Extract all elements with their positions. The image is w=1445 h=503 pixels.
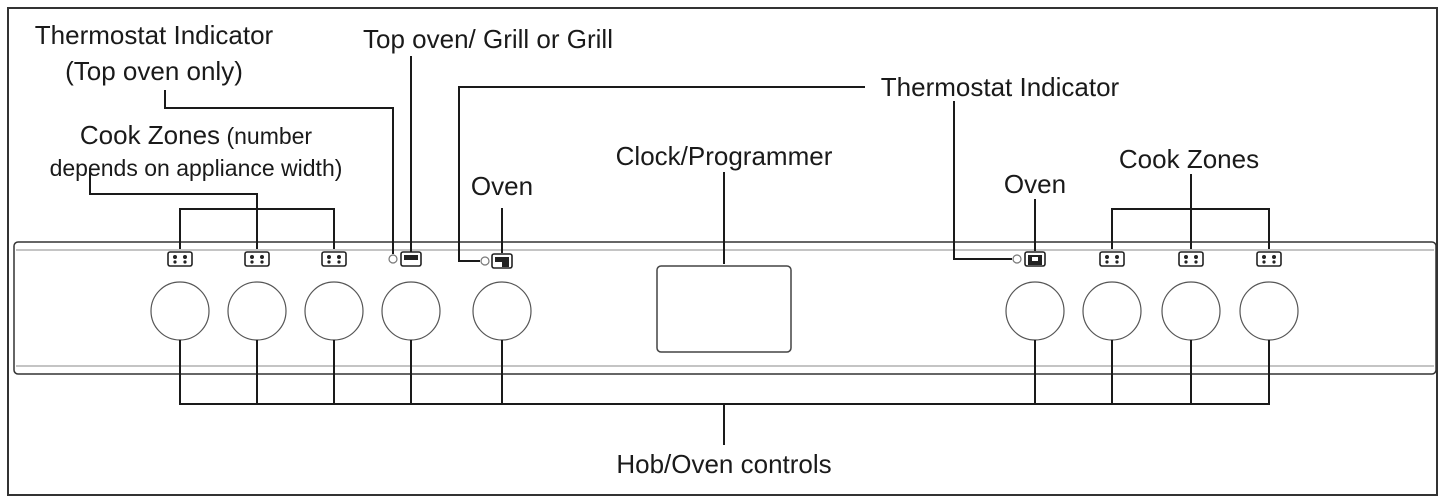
cook-zone-knob-5[interactable] (1161, 281, 1221, 341)
label-clock-programmer: Clock/Programmer (616, 141, 833, 171)
clock-programmer-display (656, 265, 792, 353)
label-cook-zones-left-main: Cook Zones (80, 120, 220, 150)
cook-zone-icon (244, 251, 270, 267)
oven-icon (491, 253, 513, 269)
knobs (150, 281, 1299, 341)
thermostat-indicator-light-oven-right (1012, 254, 1022, 264)
thermostat-indicator-light-oven-left (480, 256, 490, 266)
label-cook-zones-left-line2: depends on appliance width) (50, 155, 343, 181)
label-oven-left: Oven (471, 171, 533, 201)
label-cook-zones-right: Cook Zones (1119, 144, 1259, 174)
cook-zone-icon (321, 251, 347, 267)
cook-zone-knob-4[interactable] (1082, 281, 1142, 341)
thermostat-indicator-light-top-oven (388, 254, 398, 264)
label-cook-zones-left: Cook Zones (number (80, 120, 313, 150)
leader-lines (89, 56, 1270, 445)
cook-zone-icon (1099, 251, 1125, 267)
cook-zone-knob-3[interactable] (304, 281, 364, 341)
diagram-frame (7, 7, 1438, 496)
cook-zone-icon (1256, 251, 1282, 267)
cook-zone-knob-1[interactable] (150, 281, 210, 341)
cook-zone-knob-6[interactable] (1239, 281, 1299, 341)
cook-zone-knob-2[interactable] (227, 281, 287, 341)
label-thermostat-indicator-right: Thermostat Indicator (881, 72, 1120, 102)
oven-icon (1024, 251, 1046, 267)
label-cook-zones-left-paren: (number (220, 123, 312, 149)
cook-zone-icon (167, 251, 193, 267)
label-oven-right: Oven (1004, 169, 1066, 199)
oven-knob-right[interactable] (1005, 281, 1065, 341)
cook-zone-icon (1178, 251, 1204, 267)
oven-knob-left[interactable] (472, 281, 532, 341)
top-oven-grill-knob[interactable] (381, 281, 441, 341)
label-top-oven-grill: Top oven/ Grill or Grill (363, 24, 613, 54)
label-thermostat-indicator-top-oven-line2: (Top oven only) (65, 56, 243, 86)
grill-icon (400, 251, 422, 267)
label-thermostat-indicator-top-oven-line1: Thermostat Indicator (35, 20, 274, 50)
label-hob-oven-controls: Hob/Oven controls (616, 449, 831, 479)
